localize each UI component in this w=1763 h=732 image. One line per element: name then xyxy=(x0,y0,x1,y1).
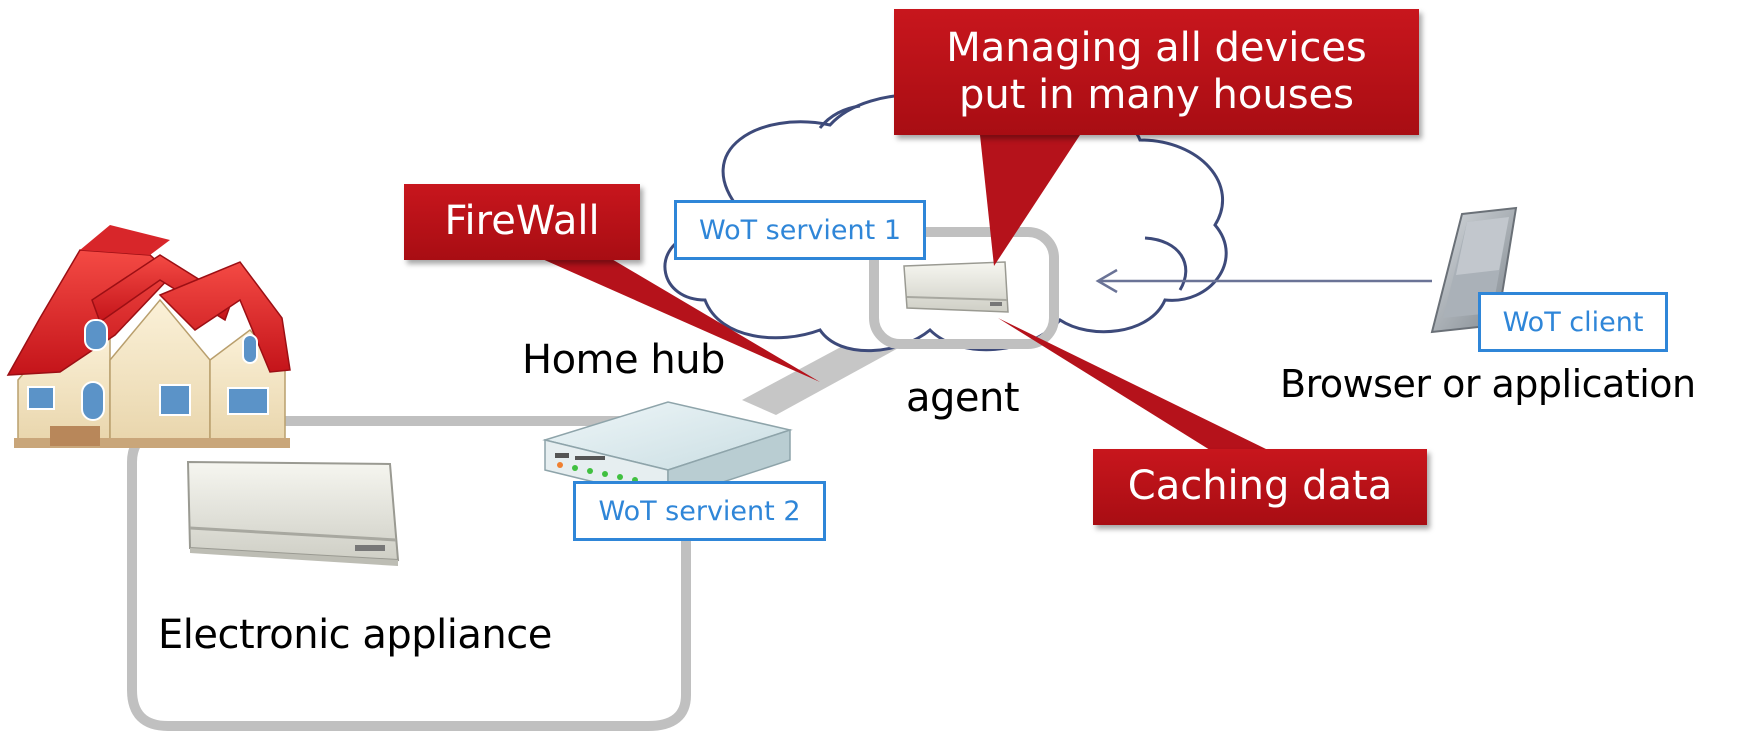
managing-devices-callout: Managing all devices put in many houses xyxy=(894,9,1419,135)
wot-client-label: WoT client xyxy=(1478,292,1668,352)
house-icon xyxy=(6,225,291,448)
caching-callout-pointer xyxy=(998,318,1268,450)
agent-label: agent xyxy=(906,375,1020,421)
firewall-callout: FireWall xyxy=(404,184,640,260)
wot-servient-2-label: WoT servient 2 xyxy=(573,481,826,541)
caching-data-callout: Caching data xyxy=(1093,449,1427,525)
agent-air-conditioner-icon xyxy=(903,261,1009,313)
client-to-agent-arrow xyxy=(1095,268,1432,294)
appliance-air-conditioner-icon xyxy=(186,460,400,566)
wot-servient-1-label: WoT servient 1 xyxy=(674,200,926,260)
firewall-callout-pointer xyxy=(540,258,820,382)
managing-callout-pointer xyxy=(980,135,1080,266)
electronic-appliance-label: Electronic appliance xyxy=(158,612,552,658)
home-hub-label: Home hub xyxy=(522,337,725,383)
browser-or-application-label: Browser or application xyxy=(1280,362,1696,406)
agent-frame xyxy=(869,227,1059,349)
